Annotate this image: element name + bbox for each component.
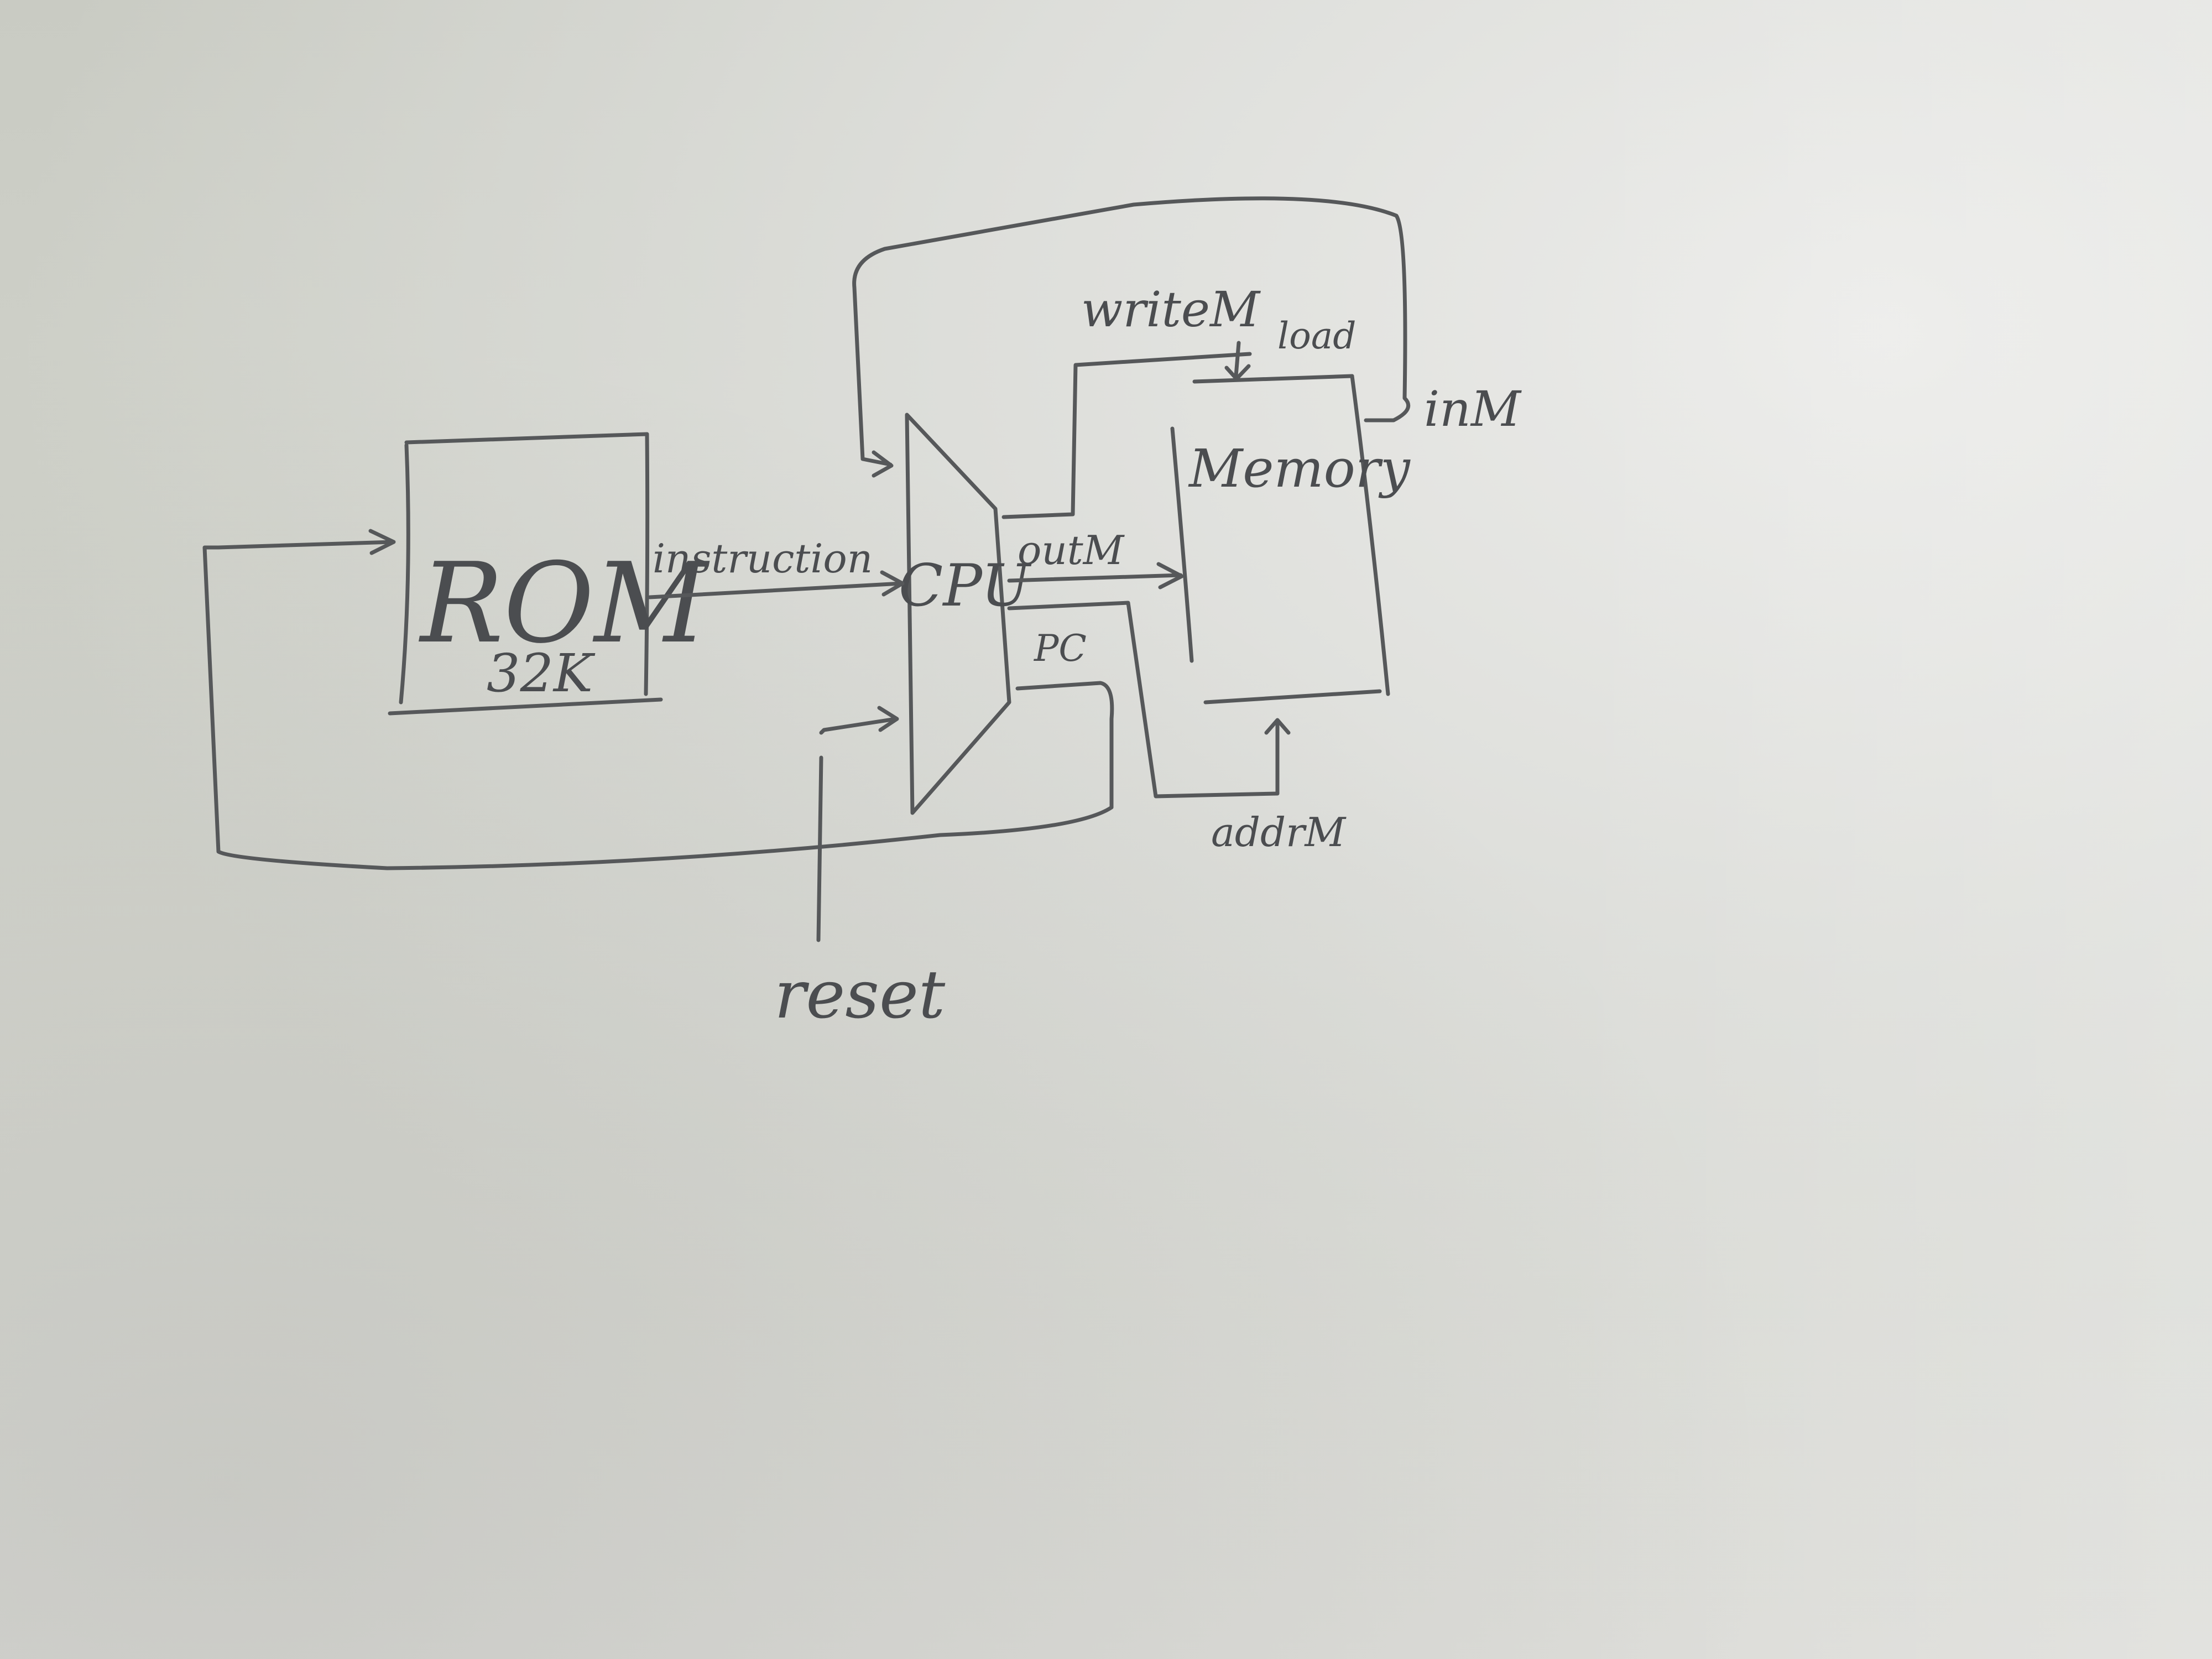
outm-wire: outM: [1007, 527, 1184, 589]
reset-wire: reset: [774, 706, 946, 1034]
addrm-label: addrM: [1211, 809, 1347, 855]
addrm-wire: addrM: [1007, 601, 1347, 855]
load-label: load: [1277, 315, 1356, 357]
writem-wire: writeM load: [1001, 281, 1356, 519]
pc-label: PC: [1034, 627, 1087, 670]
rom-size-label: 32K: [487, 643, 596, 704]
instruction-label: instruction: [653, 535, 873, 582]
rom-block: ROM 32K: [388, 432, 710, 716]
reset-label: reset: [774, 957, 946, 1034]
inm-label: inM: [1424, 380, 1522, 437]
memory-label: Memory: [1188, 439, 1411, 499]
inm-wire: inM: [852, 196, 1522, 478]
pc-wire: PC: [202, 529, 1114, 870]
memory-block: Memory: [1170, 374, 1411, 705]
cpu-block: CPU: [899, 413, 1032, 815]
writem-label: writeM: [1081, 281, 1261, 338]
instruction-wire: instruction: [648, 535, 905, 599]
rom-label: ROM: [418, 539, 710, 668]
outm-label: outM: [1018, 527, 1125, 573]
